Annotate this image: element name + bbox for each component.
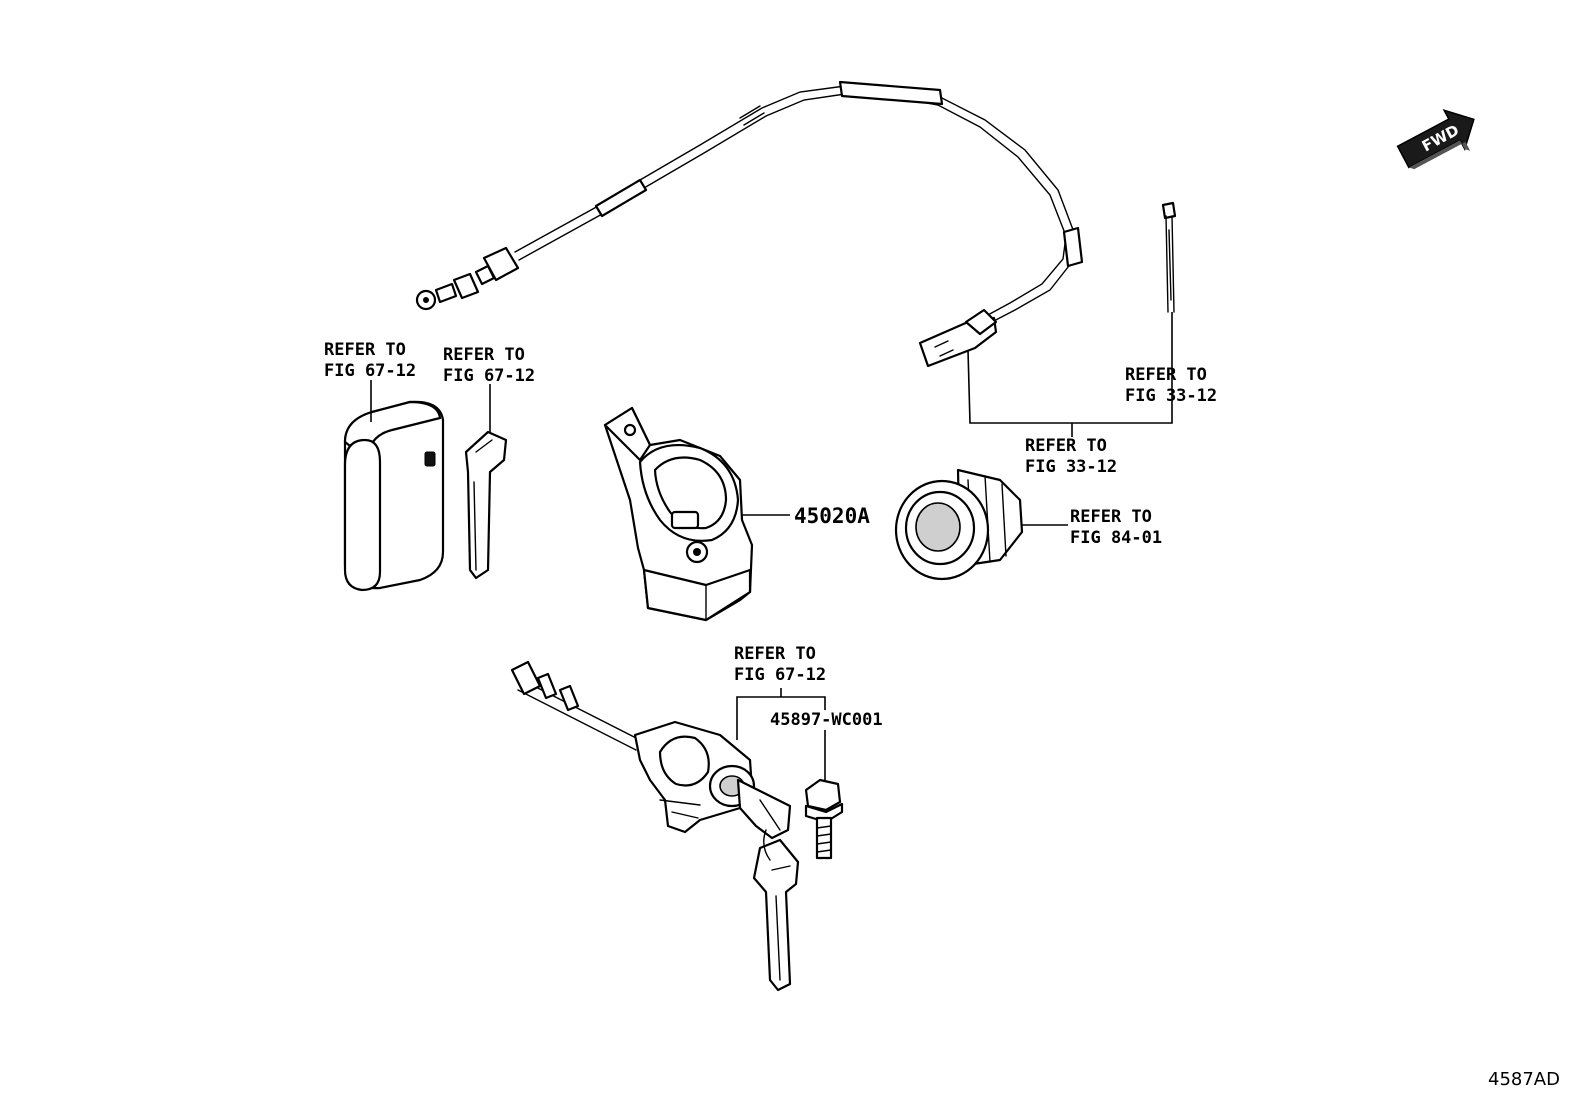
label-refer-smart-key: REFER TO FIG 67-12 — [324, 340, 416, 381]
svg-text:FIG 67-12: FIG 67-12 — [734, 665, 826, 685]
svg-text:REFER TO: REFER TO — [443, 345, 525, 365]
label-refer-lock-keys: REFER TO FIG 67-12 — [734, 644, 826, 685]
door-lock-cylinder-with-keys — [510, 660, 826, 992]
svg-text:REFER TO: REFER TO — [1025, 436, 1107, 456]
svg-text:REFER TO: REFER TO — [324, 340, 406, 360]
svg-text:REFER TO: REFER TO — [734, 644, 816, 664]
label-refer-switch: REFER TO FIG 84-01 — [1070, 507, 1162, 548]
bolt — [804, 730, 844, 860]
part-number-45020A: 45020A — [794, 504, 870, 528]
part-number-bolt: 45897-WC001 — [770, 710, 883, 730]
steering-lock-assembly: 45020A — [603, 406, 870, 622]
push-start-switch — [894, 468, 1068, 581]
label-refer-key: REFER TO FIG 67-12 — [443, 345, 535, 386]
label-refer-connector-a: REFER TO FIG 33-12 — [1125, 365, 1217, 406]
svg-text:REFER TO: REFER TO — [1070, 507, 1152, 527]
svg-text:REFER TO: REFER TO — [1125, 365, 1207, 385]
svg-text:FIG 33-12: FIG 33-12 — [1125, 386, 1217, 406]
svg-text:FIG 67-12: FIG 67-12 — [324, 361, 416, 381]
label-refer-connector-b: REFER TO FIG 33-12 — [1025, 436, 1117, 477]
mechanical-key — [464, 384, 508, 580]
diagram-id: 4587AD — [1488, 1069, 1560, 1090]
smart-key-fob — [343, 380, 445, 592]
lock-cable-assembly — [415, 80, 1084, 368]
svg-text:FIG 84-01: FIG 84-01 — [1070, 528, 1162, 548]
fwd-arrow-icon: FWD — [1396, 109, 1475, 170]
svg-text:FIG 33-12: FIG 33-12 — [1025, 457, 1117, 477]
svg-text:FIG 67-12: FIG 67-12 — [443, 366, 535, 386]
connector-leaders — [967, 312, 1173, 437]
cable-clamp — [1161, 201, 1177, 313]
